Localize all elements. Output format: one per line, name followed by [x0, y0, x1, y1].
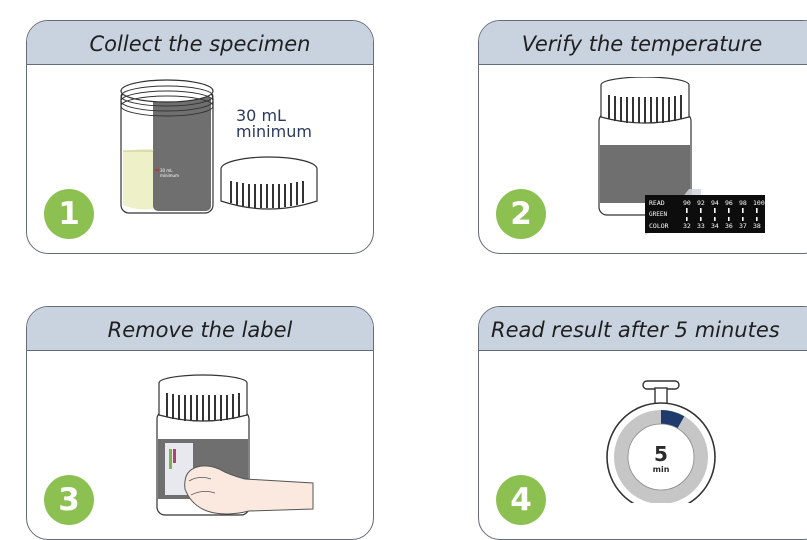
strip-c-value: 34: [711, 222, 719, 230]
temperature-cup-illustration: [598, 77, 701, 216]
strip-celsius-values: 32 33 34 36 37 38: [683, 222, 761, 230]
step-card-4: Read result after 5 minutes 5 min 4: [478, 306, 807, 540]
strip-tick: [728, 208, 730, 213]
jar-fill-mark-sub: minimum: [160, 173, 179, 178]
card-header: Collect the specimen: [27, 21, 373, 65]
card-title: Remove the label: [107, 318, 293, 342]
strip-f-value: 92: [697, 199, 705, 207]
strip-tick-marks: [686, 208, 758, 221]
step-card-2: Verify the temperature READ GREEN COLOR …: [478, 20, 807, 254]
strip-c-value: 36: [725, 222, 733, 230]
strip-c-value: 33: [697, 222, 705, 230]
card-title: Read result after 5 minutes: [491, 318, 780, 342]
card-title: Verify the temperature: [521, 32, 763, 56]
timer-progress-arc: [660, 410, 685, 429]
step-number-badge: 2: [496, 189, 546, 239]
strip-tick: [756, 208, 758, 213]
strip-green-label: GREEN: [649, 211, 667, 218]
step-number-badge: 3: [44, 475, 94, 525]
strip-tick: [686, 208, 688, 213]
stopwatch-icon: 5 min: [606, 380, 716, 503]
strip-tick: [714, 217, 716, 221]
card-header: Verify the temperature: [479, 21, 807, 65]
timer-unit: min: [653, 465, 670, 474]
strip-tick: [714, 208, 716, 213]
cup-lid-icon: [220, 156, 318, 210]
strip-tick: [728, 217, 730, 221]
timer-value: 5: [654, 442, 668, 466]
step-number-badge: 4: [496, 475, 546, 525]
volume-minimum: minimum: [236, 122, 312, 141]
specimen-cup-illustration: 30 mL minimum: [120, 79, 214, 214]
strip-c-value: 37: [739, 222, 747, 230]
strip-c-value: 32: [683, 222, 691, 230]
strip-f-value: 100: [753, 199, 765, 207]
step-card-1: Collect the specimen 30 mL minimum 30 mL…: [26, 20, 374, 254]
strip-f-value: 98: [739, 199, 747, 207]
strip-read-label: READ: [649, 199, 665, 207]
strip-f-value: 96: [725, 199, 733, 207]
remove-label-illustration: [156, 374, 314, 516]
hand-icon: [184, 465, 314, 515]
card-title: Collect the specimen: [89, 32, 311, 56]
strip-tick: [700, 208, 702, 213]
card-header: Remove the label: [27, 307, 373, 351]
strip-tick: [686, 217, 688, 221]
strip-c-value: 38: [753, 222, 761, 230]
strip-tick: [700, 217, 702, 221]
strip-f-value: 90: [683, 199, 691, 207]
volume-requirement: 30 mL minimum: [236, 108, 312, 140]
strip-tick: [742, 217, 744, 221]
strip-color-label: COLOR: [649, 222, 669, 230]
card-header: Read result after 5 minutes: [479, 307, 807, 351]
jar-fill-mark: 30 mL: [160, 168, 173, 173]
strip-tick: [756, 217, 758, 221]
volume-amount: 30 mL: [236, 106, 286, 125]
strip-tick: [742, 208, 744, 213]
strip-fahrenheit-values: 90 92 94 96 98 100: [683, 199, 765, 207]
strip-f-value: 94: [711, 199, 719, 207]
step-number-badge: 1: [44, 189, 94, 239]
step-card-3: Remove the label 3: [26, 306, 374, 540]
